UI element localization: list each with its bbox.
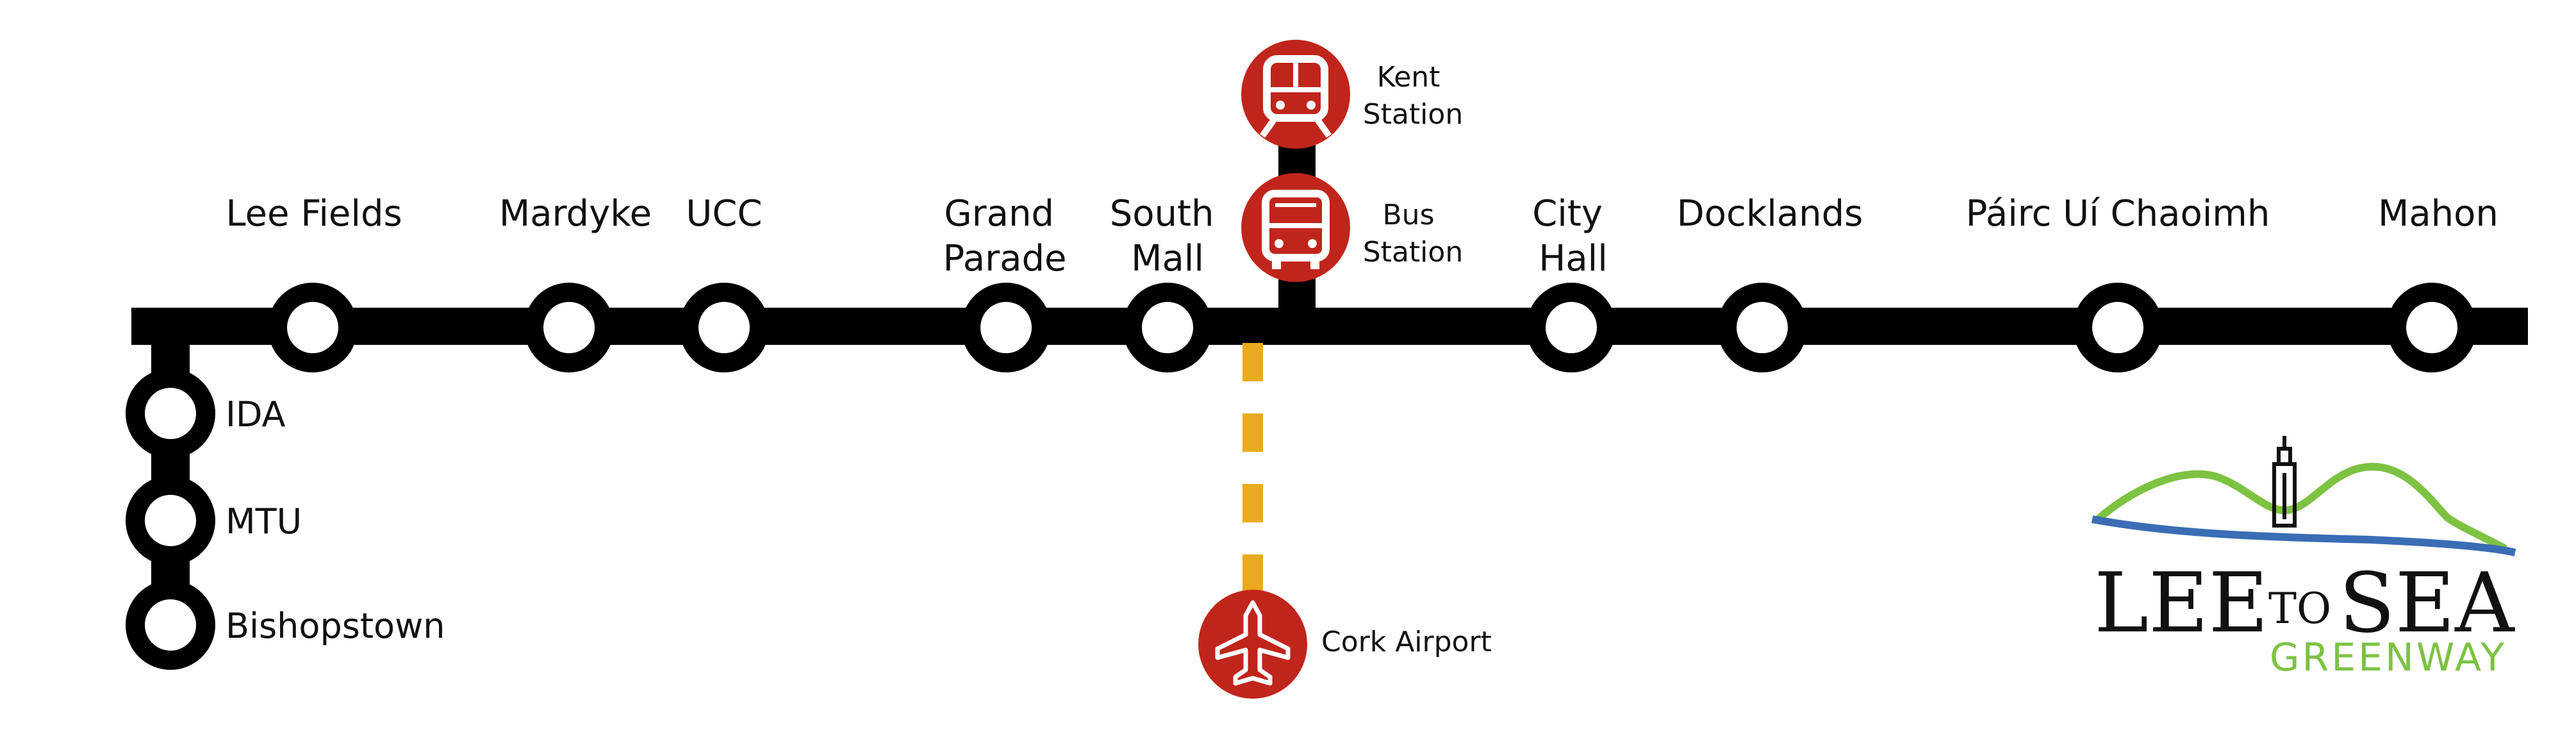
logo-text-greenway: GREENWAY [2270,635,2507,680]
station-marker [1526,283,1616,372]
station-docklands[interactable]: Docklands [1677,193,1863,372]
station-marker [679,283,769,372]
station-label-grand-parade: Grand Parade [943,193,1067,279]
station-bishopstown[interactable]: Bishopstown [126,580,445,670]
hub-label-kent-station: Kent Station [1363,61,1463,131]
station-marker [126,580,215,670]
hub-label-bus-station: Bus Station [1363,199,1463,269]
station-marker [1717,283,1807,372]
station-label-mtu: MTU [226,501,302,542]
hub-kent-station[interactable]: Kent Station [1241,40,1463,149]
station-label-ucc: UCC [686,193,762,235]
station-mahon[interactable]: Mahon [2378,193,2498,372]
logo-text-sea: SEA [2339,556,2515,651]
station-marker [524,283,614,372]
station-label-bishopstown: Bishopstown [226,606,445,646]
station-marker [2073,283,2163,372]
station-ida[interactable]: IDA [126,369,286,458]
station-mardyke[interactable]: Mardyke [499,193,652,372]
station-label-mardyke: Mardyke [499,193,652,235]
station-pairc-ui-chaoimh[interactable]: Páirc Uí Chaoimh [1966,193,2270,372]
hub-cork-airport[interactable]: Cork Airport [1198,590,1492,699]
logo-text-lee: LEE [2094,556,2268,651]
station-marker [961,283,1051,372]
train-icon-glyph [1259,55,1332,138]
station-city-hall[interactable]: City Hall [1526,193,1616,372]
logo-hills [2093,462,2507,553]
station-label-ida: IDA [226,394,286,435]
logo-tower [2272,436,2297,528]
station-marker [126,476,215,565]
station-label-pairc-ui-chaoimh: Páirc Uí Chaoimh [1966,193,2270,235]
station-mtu[interactable]: MTU [126,476,302,565]
station-grand-parade[interactable]: Grand Parade [943,193,1067,372]
main-line [131,308,2528,345]
station-label-mahon: Mahon [2378,193,2498,235]
station-marker [1123,283,1212,372]
station-label-docklands: Docklands [1677,193,1863,235]
bus-icon-glyph [1262,190,1330,269]
station-marker [268,283,358,372]
station-marker [126,369,215,458]
lee-to-sea-greenway-logo: LEE TO SEA GREENWAY [2091,436,2516,680]
logo-text-to: TO [2268,584,2331,633]
station-south-mall[interactable]: South Mall [1110,193,1226,372]
station-marker [2387,283,2477,372]
hub-bus-station[interactable]: Bus Station [1241,173,1463,282]
station-lee-fields[interactable]: Lee Fields [226,193,402,372]
airplane-icon-glyph [1215,600,1291,686]
station-ucc[interactable]: UCC [679,193,769,372]
logo-river [2091,515,2516,556]
hub-label-cork-airport: Cork Airport [1321,626,1492,658]
station-label-lee-fields: Lee Fields [226,193,402,235]
station-label-city-hall: City Hall [1532,193,1614,279]
airplane-icon [1198,590,1307,699]
station-label-south-mall: South Mall [1110,193,1226,279]
